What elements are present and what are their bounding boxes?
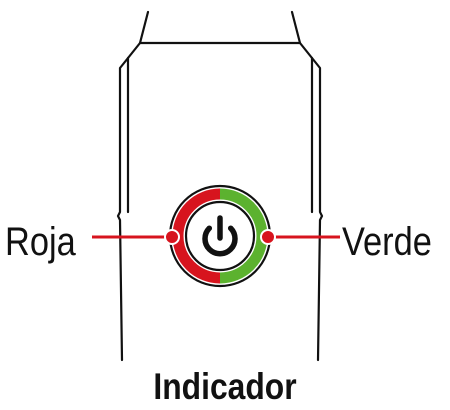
device-top-outline: [138, 10, 302, 45]
device-outline: [116, 10, 324, 362]
label-green: Verde: [342, 220, 432, 264]
left-leader-dot: [164, 229, 180, 245]
label-red: Roja: [5, 220, 76, 264]
right-leader-dot: [260, 229, 276, 245]
caption-indicator: Indicador: [153, 366, 297, 407]
power-icon: [202, 215, 238, 257]
